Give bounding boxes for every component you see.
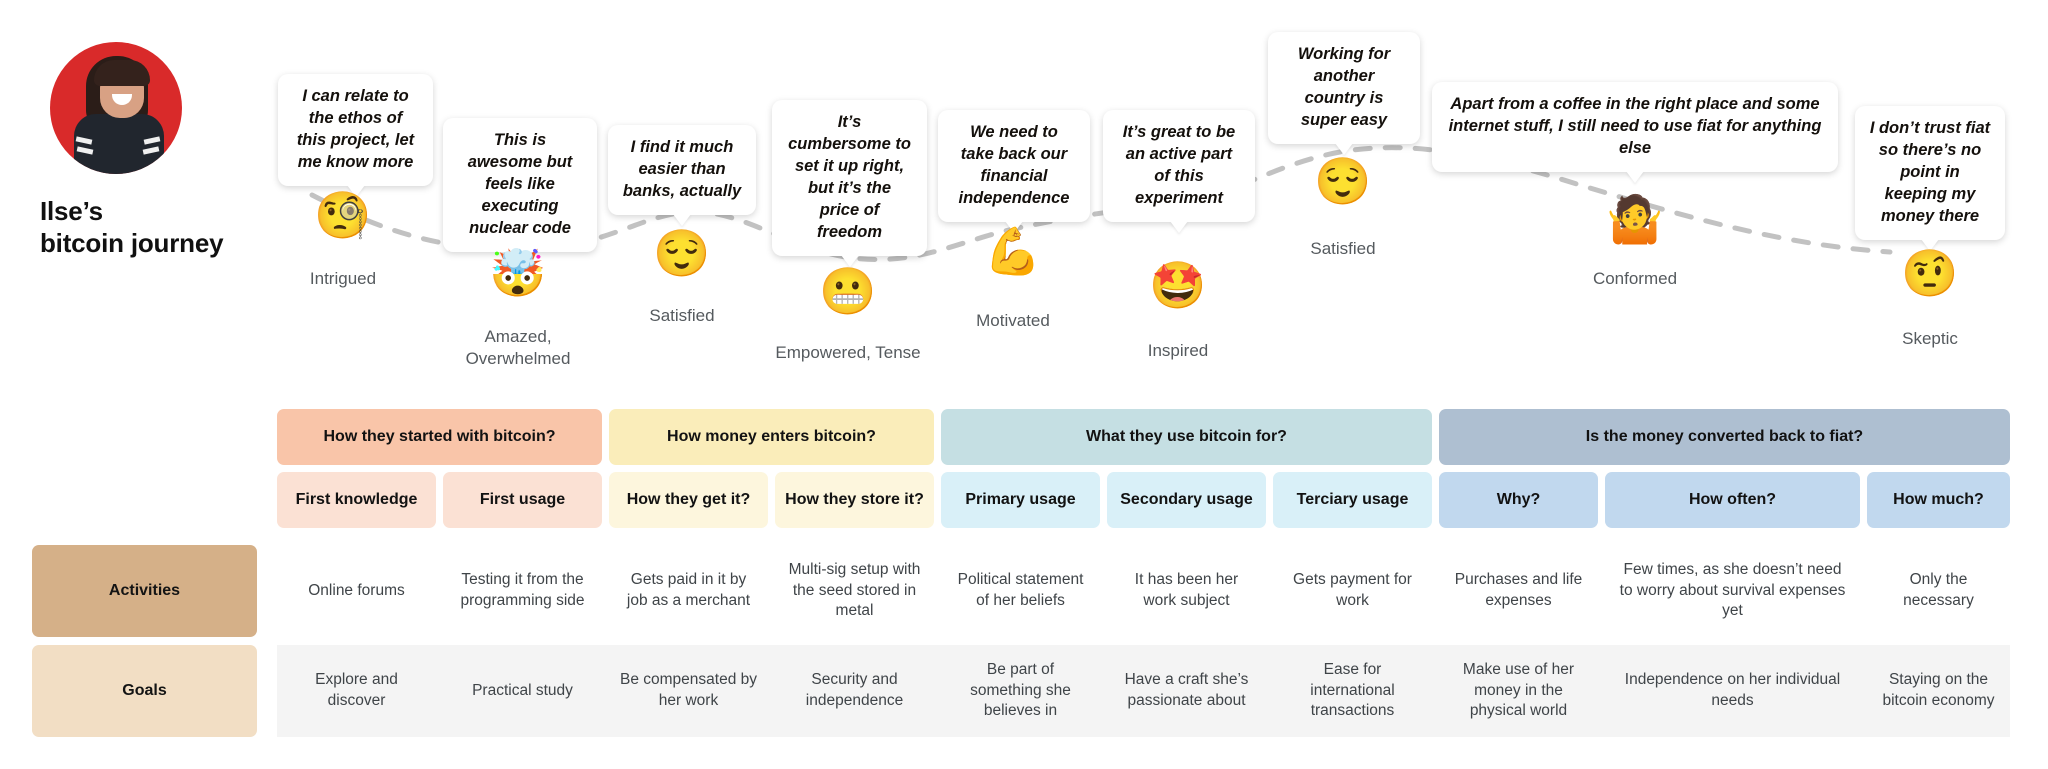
quote-bubble: It’s great to be an active part of this … <box>1103 110 1255 222</box>
column-header-how-much[interactable]: How much? <box>1867 472 2010 528</box>
column-header-secondary-usage[interactable]: Secondary usage <box>1107 472 1266 528</box>
emotion-label: Conformed <box>1592 269 1678 288</box>
matrix-cell[interactable]: Staying on the bitcoin economy <box>1882 671 1995 709</box>
emoji-star-struck-face: 🤩 <box>1149 259 1207 311</box>
column-header-first-usage[interactable]: First usage <box>443 472 602 528</box>
quote-bubble: Apart from a coffee in the right place a… <box>1432 82 1838 172</box>
avatar-smile <box>112 94 132 105</box>
matrix-cell[interactable]: Security and independence <box>805 671 904 709</box>
column-header-terciary-usage[interactable]: Terciary usage <box>1273 472 1432 528</box>
matrix-cell[interactable]: Political statement of her beliefs <box>957 571 1084 609</box>
emotion-label: Satisfied <box>649 306 715 325</box>
matrix-cell[interactable]: Explore and discover <box>315 671 398 709</box>
matrix-cell[interactable]: Independence on her individual needs <box>1624 671 1841 709</box>
matrix-cell[interactable]: Purchases and life expenses <box>1454 571 1583 609</box>
goals-row-bg <box>277 645 2010 737</box>
matrix-cell[interactable]: Only the necessary <box>1903 571 1974 609</box>
emoji-face-with-monocle: 🧐 <box>314 189 372 241</box>
emoji-flexed-biceps: 💪 <box>984 225 1042 277</box>
emotion-label: Amazed, Overwhelmed <box>465 327 571 369</box>
phase-header-converted[interactable]: Is the money converted back to fiat? <box>1439 409 2010 465</box>
emoji-face-with-raised-eyebrow: 🤨 <box>1901 247 1959 299</box>
emotion-label: Motivated <box>976 311 1050 330</box>
matrix-cell[interactable]: Make use of her money in the physical wo… <box>1462 660 1575 720</box>
column-header-first-knowledge[interactable]: First knowledge <box>277 472 436 528</box>
matrix-cell[interactable]: Multi-sig setup with the seed stored in … <box>788 560 921 620</box>
quote-bubble: It’s cumbersome to set it up right, but … <box>772 100 927 256</box>
column-header-why[interactable]: Why? <box>1439 472 1598 528</box>
quote-bubble: Working for another country is super eas… <box>1268 32 1420 144</box>
matrix-cell[interactable]: Be compensated by her work <box>619 671 757 709</box>
persona-block: Ilse’s bitcoin journey <box>40 42 260 259</box>
matrix-cell[interactable]: Gets payment for work <box>1293 571 1412 609</box>
matrix-cell[interactable]: Practical study <box>472 681 573 699</box>
emotion-label: Empowered, Tense <box>775 343 921 362</box>
phase-header-use-for[interactable]: What they use bitcoin for? <box>941 409 1432 465</box>
matrix-cell[interactable]: Testing it from the programming side <box>460 571 585 609</box>
quote-bubble: I can relate to the ethos of this projec… <box>278 74 433 186</box>
row-label-goals: Goals <box>32 645 257 737</box>
avatar <box>50 42 182 174</box>
phase-header-row: How they started with bitcoin? How money… <box>0 409 2048 465</box>
column-header-how-they-get-it[interactable]: How they get it? <box>609 472 768 528</box>
column-header-how-often[interactable]: How often? <box>1605 472 1860 528</box>
quote-bubble: This is awesome but feels like executing… <box>443 118 597 252</box>
matrix-cell[interactable]: Ease for international transactions <box>1310 660 1395 720</box>
emotion-label: Skeptic <box>1902 329 1958 348</box>
column-header-row: First knowledge First usage How they get… <box>0 472 2048 528</box>
page-title: Ilse’s bitcoin journey <box>40 196 260 259</box>
emoji-grimacing-face: 😬 <box>819 265 877 317</box>
emoji-exploding-head: 🤯 <box>489 247 547 299</box>
emotion-label: Inspired <box>1147 341 1209 360</box>
persona-name-line1: Ilse’s <box>40 196 103 226</box>
quote-bubble: We need to take back our financial indep… <box>938 110 1090 222</box>
persona-name-line2: bitcoin journey <box>40 227 224 258</box>
matrix-cell[interactable]: Online forums <box>308 581 405 599</box>
emoji-person-shrugging: 🤷 <box>1606 193 1664 245</box>
emoji-relieved-face: 😌 <box>1314 155 1372 207</box>
column-header-primary-usage[interactable]: Primary usage <box>941 472 1100 528</box>
matrix-cell[interactable]: Few times, as she doesn’t need to worry … <box>1619 560 1846 620</box>
matrix-cell[interactable]: It has been her work subject <box>1134 571 1239 609</box>
emotion-label: Satisfied <box>1310 239 1376 258</box>
matrix-cell[interactable]: Have a craft she’s passionate about <box>1124 671 1249 709</box>
matrix-cell[interactable]: Be part of something she believes in <box>970 660 1071 720</box>
matrix-cell[interactable]: Gets paid in it by job as a merchant <box>626 571 751 609</box>
phase-header-enters[interactable]: How money enters bitcoin? <box>609 409 934 465</box>
emotion-journey: I can relate to the ethos of this projec… <box>0 0 2048 368</box>
activities-row-bg <box>277 545 2010 637</box>
quote-bubble: I find it much easier than banks, actual… <box>608 125 756 215</box>
row-label-activities: Activities <box>32 545 257 637</box>
quote-bubble: I don’t trust fiat so there’s no point i… <box>1855 106 2005 240</box>
emotion-label: Intrigued <box>309 269 377 288</box>
column-header-how-they-store-it[interactable]: How they store it? <box>775 472 934 528</box>
phase-header-started[interactable]: How they started with bitcoin? <box>277 409 602 465</box>
emoji-relieved-face: 😌 <box>653 227 711 279</box>
avatar-hair-front <box>94 60 150 86</box>
